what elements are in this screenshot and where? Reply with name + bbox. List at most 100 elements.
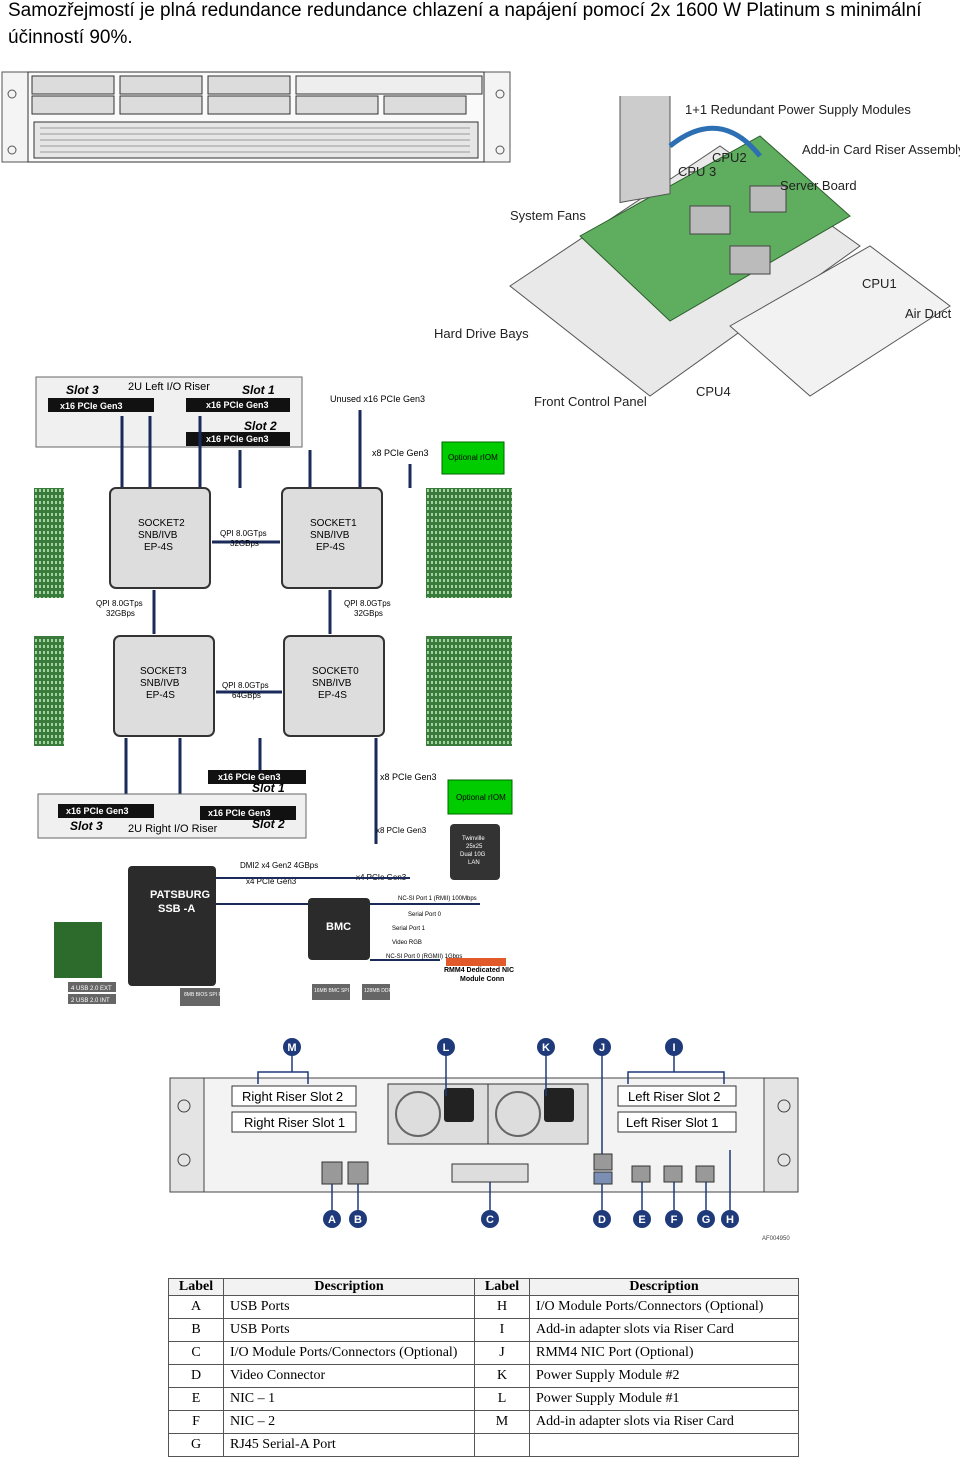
socket1-l1: SOCKET1	[310, 518, 357, 529]
bottom-slot3-label: Slot 3	[70, 819, 103, 833]
callout-b	[349, 1210, 367, 1228]
patsburg-l2: SSB -A	[158, 903, 195, 915]
socket3-l1: SOCKET3	[140, 666, 187, 677]
x8-pcie-lan: x8 PCIe Gen3	[376, 826, 427, 835]
left-riser-slot2: Left Riser Slot 2	[628, 1089, 721, 1104]
qpi-mid-rate: QPI 8.0GTps	[222, 681, 269, 690]
top-slot3-label: Slot 3	[66, 383, 99, 397]
twinville-l4: LAN	[468, 860, 480, 866]
front-view-figure	[1, 71, 511, 163]
qpi-top-bw: 32GBps	[230, 539, 259, 548]
socket3-l3: EP-4S	[146, 690, 175, 701]
bottom-slot3-pcie: x16 PCIe Gen3	[66, 806, 129, 816]
cell: I/O Module Ports/Connectors (Optional)	[529, 1295, 799, 1319]
bottom-slot1-pcie: x16 PCIe Gen3	[218, 772, 281, 782]
label-psu: 1+1 Redundant Power Supply Modules	[685, 102, 911, 117]
label-riser-assembly: Add-in Card Riser Assembly	[802, 142, 960, 157]
cell: NIC – 2	[223, 1410, 475, 1434]
socket1-l2: SNB/IVB	[310, 530, 350, 541]
qpi-left-rate: QPI 8.0GTps	[96, 599, 143, 608]
video-label: Video RGB	[392, 940, 422, 946]
callout-h-text: H	[726, 1214, 734, 1226]
callout-a	[323, 1210, 341, 1228]
qpi-right-bw: 32GBps	[354, 609, 383, 618]
cell: E	[168, 1387, 224, 1411]
callout-k-text: K	[542, 1042, 550, 1054]
right-riser-slot1: Right Riser Slot 1	[244, 1115, 345, 1130]
top-slot1-label: Slot 1	[242, 383, 275, 397]
callout-k	[537, 1038, 555, 1056]
x8-pcie-bottom: x8 PCIe Gen3	[380, 772, 437, 782]
callout-l	[437, 1038, 455, 1056]
callout-i-text: I	[672, 1042, 675, 1054]
socket0-l3: EP-4S	[318, 690, 347, 701]
callout-j-text: J	[599, 1042, 605, 1054]
socket1-l3: EP-4S	[316, 542, 345, 553]
right-riser-slot2: Right Riser Slot 2	[242, 1089, 343, 1104]
cell: Video Connector	[223, 1364, 475, 1388]
header-label-2: Label	[474, 1278, 530, 1296]
label-air-duct: Air Duct	[905, 306, 952, 321]
header-description-2: Description	[529, 1278, 799, 1296]
label-cpu1: CPU1	[862, 276, 897, 291]
serial1-label: Serial Port 1	[392, 926, 426, 932]
top-slot1-pcie: x16 PCIe Gen3	[206, 400, 269, 410]
rmm4-l1: RMM4 Dedicated NIC	[444, 967, 514, 974]
qpi-top-rate: QPI 8.0GTps	[220, 529, 267, 538]
label-cpu4: CPU4	[696, 384, 731, 399]
socket0-l1: SOCKET0	[312, 666, 359, 677]
callout-e	[633, 1210, 651, 1228]
cell: G	[168, 1433, 224, 1457]
cell: D	[168, 1364, 224, 1388]
block-diagram-figure: Slot 3 2U Left I/O Riser Slot 1 Slot 2 x…	[34, 376, 514, 1006]
right-riser-title: 2U Right I/O Riser	[128, 823, 218, 835]
socket2-l3: EP-4S	[144, 542, 173, 553]
callout-a-text: A	[328, 1214, 336, 1226]
legend-header-row: Label Description Label Description	[168, 1278, 799, 1296]
qpi-right-rate: QPI 8.0GTps	[344, 599, 391, 608]
bottom-slot2-pcie: x16 PCIe Gen3	[208, 808, 271, 818]
callout-l-text: L	[443, 1042, 450, 1054]
bmc-flash-label: 16MB BMC SPI Flash	[314, 988, 363, 994]
callout-i	[665, 1038, 683, 1056]
ddr3-label: 128MB DDR3	[364, 988, 395, 994]
cell: USB Ports	[223, 1318, 475, 1342]
cell: B	[168, 1318, 224, 1342]
unused-x16-label: Unused x16 PCIe Gen3	[330, 394, 425, 404]
left-riser-slot1: Left Riser Slot 1	[626, 1115, 719, 1130]
label-system-fans: System Fans	[510, 208, 586, 223]
cell: F	[168, 1410, 224, 1434]
cell: M	[474, 1410, 530, 1434]
bottom-slot1-label: Slot 1	[252, 781, 285, 795]
label-server-board: Server Board	[780, 178, 857, 193]
header-description-1: Description	[223, 1278, 475, 1296]
twinville-l2: 25x25	[466, 844, 483, 850]
top-slot3-pcie: x16 PCIe Gen3	[60, 401, 123, 411]
callout-m-text: M	[287, 1042, 296, 1054]
patsburg-l1: PATSBURG	[150, 889, 210, 901]
cell: C	[168, 1341, 224, 1365]
twinville-l1: Twinville	[462, 836, 485, 842]
x4-pcie-pch: x4 PCIe Gen3	[246, 877, 297, 886]
ncsi0-label: NC-SI Port 0 (RGMII) 1Gbps	[386, 954, 462, 960]
twinville-l3: Dual 10G	[460, 852, 486, 858]
ncsi1-label: NC-SI Port 1 (RMII) 100Mbps	[398, 896, 477, 902]
cell: NIC – 1	[223, 1387, 475, 1411]
qpi-left-bw: 32GBps	[106, 609, 135, 618]
header-label-1: Label	[168, 1278, 224, 1296]
label-cpu2: CPU2	[712, 150, 747, 165]
callout-j	[593, 1038, 611, 1056]
serial0-label: Serial Port 0	[408, 912, 442, 918]
cell: RJ45 Serial-A Port	[223, 1433, 475, 1457]
cell: Power Supply Module #2	[529, 1364, 799, 1388]
cell: A	[168, 1295, 224, 1319]
cell	[474, 1433, 530, 1457]
cell: I	[474, 1318, 530, 1342]
callout-b-text: B	[354, 1214, 362, 1226]
